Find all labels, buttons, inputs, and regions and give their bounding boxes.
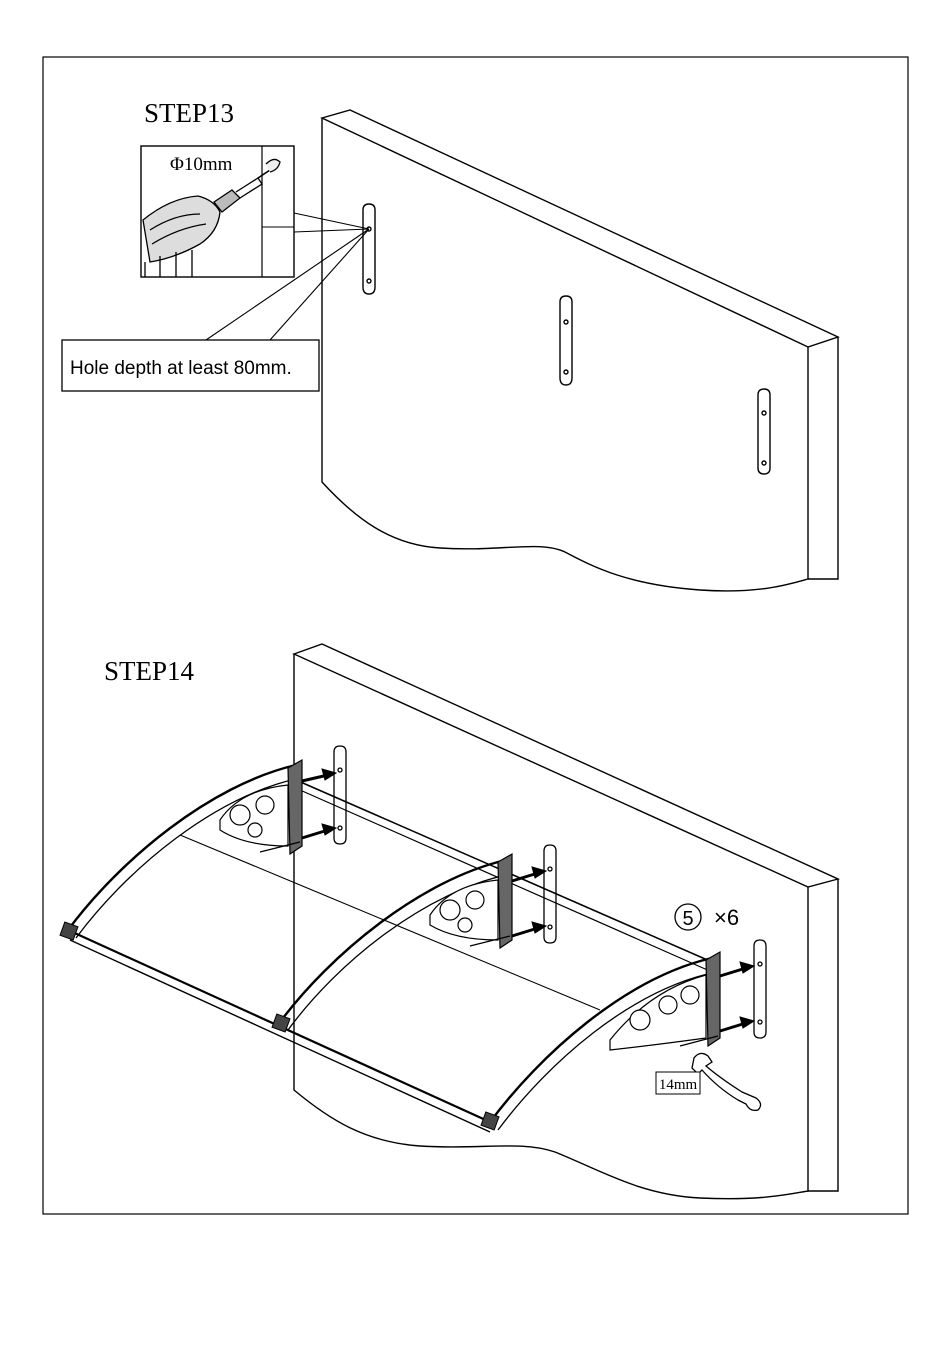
step14-section: STEP14 [60, 644, 838, 1199]
mounting-bracket-icon [610, 952, 720, 1050]
mounting-bracket-icon [220, 760, 302, 854]
wall-bracket-3 [758, 389, 770, 474]
drill-inset: Φ10mm [141, 146, 369, 277]
step13-title: STEP13 [144, 98, 234, 128]
hole-depth-text: Hole depth at least 80mm. [70, 358, 292, 379]
wall-bracket-c [754, 940, 766, 1038]
arrow-icon [740, 1017, 754, 1028]
arrow-icon [740, 962, 754, 973]
drill-size-label: Φ10mm [170, 154, 233, 175]
wall-bracket-b [544, 845, 556, 943]
part-quantity-label: 5 ×6 [675, 904, 739, 930]
wrench-icon [692, 1053, 761, 1110]
mounting-bracket-icon [430, 854, 512, 948]
part-number: 5 [682, 908, 693, 930]
step13-wall [322, 110, 838, 591]
wrench-size-label: 14mm [659, 1077, 698, 1093]
step14-title: STEP14 [104, 656, 195, 686]
part-quantity: ×6 [714, 905, 739, 930]
step13-section: STEP13 Φ10mm [62, 98, 838, 591]
end-caps [60, 922, 499, 1130]
canopy-assembly [68, 765, 716, 1132]
step14-wall [294, 644, 838, 1199]
wall-bracket-a [334, 746, 346, 844]
wall-bracket-2 [560, 296, 572, 385]
wall-bracket-1 [363, 204, 375, 294]
